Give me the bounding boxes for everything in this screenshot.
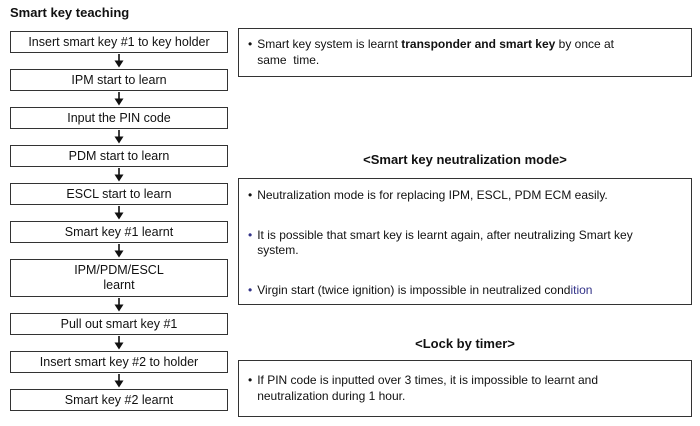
section-heading-lock-by-timer: <Lock by timer> — [415, 336, 515, 351]
note-item: • Neutralization mode is for replacing I… — [248, 188, 682, 204]
note-text: It is possible that smart key is learnt … — [257, 227, 633, 258]
flow-step-input-pin: Input the PIN code — [10, 107, 228, 129]
arrow-down-icon — [10, 205, 228, 221]
arrow-down-icon — [10, 53, 228, 69]
bullet-marker: • — [248, 373, 253, 387]
flow-step-pdm-learn: PDM start to learn — [10, 145, 228, 167]
note-item: • It is possible that smart key is learn… — [248, 228, 682, 259]
bullet-marker: • — [248, 37, 253, 51]
arrow-down-icon — [10, 129, 228, 145]
note-item: • If PIN code is inputted over 3 times, … — [248, 373, 682, 404]
flow-step-key-2-learnt: Smart key #2 learnt — [10, 389, 228, 411]
arrow-down-icon — [10, 297, 228, 313]
section-heading-neutralization: <Smart key neutralization mode> — [363, 152, 567, 167]
bullet-marker: • — [248, 282, 253, 297]
arrow-down-icon — [10, 335, 228, 351]
flow-step-insert-key-2: Insert smart key #2 to holder — [10, 351, 228, 373]
flow-step-pull-out-key-1: Pull out smart key #1 — [10, 313, 228, 335]
note-item: • Smart key system is learnt transponder… — [248, 37, 682, 68]
flow-step-key-1-learnt: Smart key #1 learnt — [10, 221, 228, 243]
note-item: • Virgin start (twice ignition) is impos… — [248, 283, 682, 299]
arrow-down-icon — [10, 243, 228, 259]
note-text: Smart key system is learnt transponder a… — [257, 37, 615, 67]
note-panel-neutralization: • Neutralization mode is for replacing I… — [238, 178, 692, 305]
flow-step-insert-key-1: Insert smart key #1 to key holder — [10, 31, 228, 53]
arrow-down-icon — [10, 373, 228, 389]
note-text: Virgin start (twice ignition) is impossi… — [257, 282, 593, 297]
flow-chart: Insert smart key #1 to key holder IPM st… — [10, 31, 228, 411]
flow-step-escl-learn: ESCL start to learn — [10, 183, 228, 205]
note-panel-smart-key: • Smart key system is learnt transponder… — [238, 28, 692, 77]
page-title: Smart key teaching — [10, 5, 130, 20]
note-panel-lock-by-timer: • If PIN code is inputted over 3 times, … — [238, 360, 692, 417]
note-text: If PIN code is inputted over 3 times, it… — [257, 373, 599, 403]
bullet-marker: • — [248, 188, 253, 202]
bullet-marker: • — [248, 227, 253, 242]
note-text: Neutralization mode is for replacing IPM… — [257, 188, 608, 202]
flow-step-ipm-pdm-escl-learnt: IPM/PDM/ESCL learnt — [10, 259, 228, 297]
arrow-down-icon — [10, 91, 228, 107]
flow-step-ipm-learn: IPM start to learn — [10, 69, 228, 91]
arrow-down-icon — [10, 167, 228, 183]
